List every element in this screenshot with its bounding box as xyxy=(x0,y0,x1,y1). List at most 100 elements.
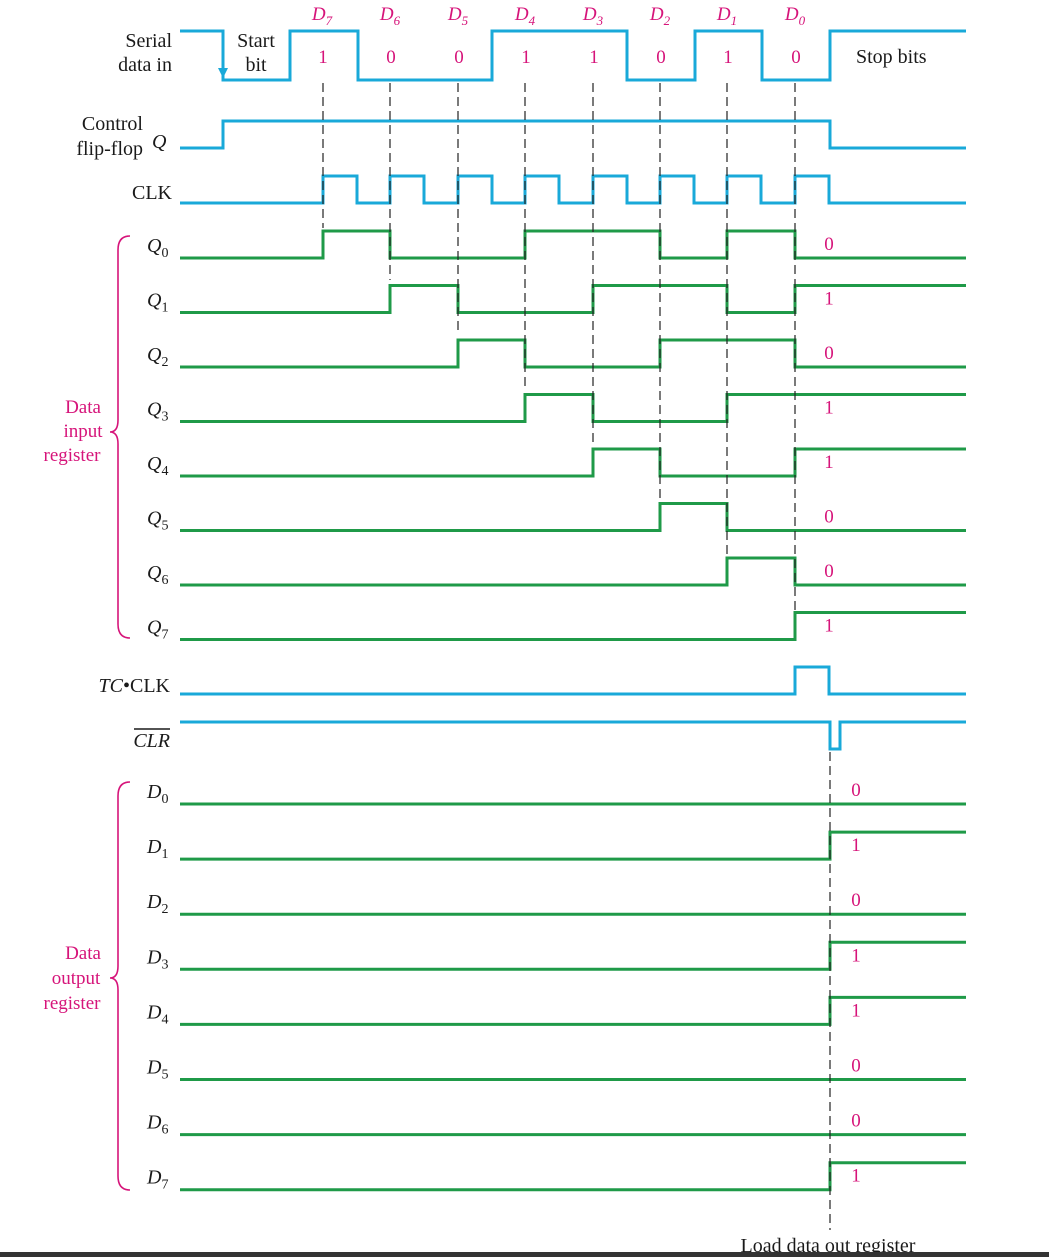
signal-label: Q7 xyxy=(147,617,168,643)
output-group-label-line1: Data xyxy=(65,943,101,964)
bit-header-1: D6 xyxy=(379,4,401,28)
clk-waveform xyxy=(180,174,966,205)
final-value: 1 xyxy=(851,1166,861,1187)
stop-label: Stop bits xyxy=(856,46,927,68)
output-row-d1: D1 1 xyxy=(146,830,966,862)
output-row-d5: D5 0 xyxy=(146,1056,966,1083)
serial-bit-6: 1 xyxy=(723,47,733,68)
serial-bit-0: 1 xyxy=(318,47,328,68)
serial-bit-5: 0 xyxy=(656,47,666,68)
signal-waveform xyxy=(180,995,966,1026)
bit-header-7: D0 xyxy=(784,4,806,28)
serial-bit-1: 0 xyxy=(386,47,396,68)
serial-bit-values: 1 0 0 1 1 0 1 0 xyxy=(318,47,801,68)
output-group-label-line3: register xyxy=(44,993,102,1014)
input-row-q6: Q6 0 xyxy=(147,556,966,588)
control-waveform xyxy=(180,119,966,150)
signal-waveform xyxy=(180,611,966,641)
tc-clk-waveform xyxy=(180,665,966,696)
final-value: 1 xyxy=(824,452,834,473)
input-row-q2: Q2 0 xyxy=(147,338,966,370)
final-value: 1 xyxy=(851,945,861,966)
clk-label: CLK xyxy=(132,182,173,204)
signal-label: D7 xyxy=(146,1167,168,1193)
input-row-q0: Q0 0 xyxy=(147,229,966,261)
tc-clk-label: TC•CLK xyxy=(99,675,171,697)
signal-label: D2 xyxy=(146,891,168,917)
output-row-d7: D7 1 xyxy=(146,1161,966,1193)
output-row-d0: D0 0 xyxy=(146,780,966,807)
output-brace xyxy=(109,781,131,1191)
signal-label: D0 xyxy=(146,781,168,807)
final-value: 1 xyxy=(824,398,834,419)
final-value: 0 xyxy=(851,1056,861,1077)
signal-label: D3 xyxy=(146,946,168,972)
final-value: 1 xyxy=(851,1000,861,1021)
input-row-q4: Q4 1 xyxy=(147,447,966,479)
final-value: 0 xyxy=(824,343,834,364)
signal-label: D4 xyxy=(146,1001,168,1027)
signal-waveform xyxy=(180,556,966,587)
signal-label: Q5 xyxy=(147,508,168,534)
bit-header-0: D7 xyxy=(311,4,333,28)
serial-bit-4: 1 xyxy=(589,47,599,68)
bit-header-5: D2 xyxy=(649,4,671,28)
bit-header-6: D1 xyxy=(716,4,737,28)
serial-bit-7: 0 xyxy=(791,47,801,68)
output-group-label-line2: output xyxy=(52,968,101,989)
signal-label: D6 xyxy=(146,1112,168,1138)
bottom-bar xyxy=(0,1252,1049,1257)
timing-guides xyxy=(322,83,831,1230)
signal-label: Q0 xyxy=(147,235,168,261)
signal-waveform xyxy=(180,338,966,369)
serial-label-line1: Serial xyxy=(125,30,172,52)
signal-label: D5 xyxy=(146,1057,168,1083)
output-row-d2: D2 0 xyxy=(146,890,966,917)
serial-bit-2: 0 xyxy=(454,47,464,68)
input-group-label-line2: input xyxy=(63,421,103,442)
final-value: 0 xyxy=(824,507,834,528)
final-value: 0 xyxy=(824,234,834,255)
signal-waveform xyxy=(180,830,966,861)
bit-header-4: D3 xyxy=(582,4,604,28)
final-value: 0 xyxy=(851,780,861,801)
signal-label: D1 xyxy=(146,836,168,862)
signal-label: Q4 xyxy=(147,453,168,479)
final-value: 1 xyxy=(824,616,834,637)
signal-waveform xyxy=(180,284,966,314)
signal-label: Q2 xyxy=(147,344,168,370)
signal-label: Q1 xyxy=(147,290,168,316)
bit-header-3: D4 xyxy=(514,4,536,28)
output-row-d3: D3 1 xyxy=(146,940,966,972)
signal-waveform xyxy=(180,502,966,532)
final-value: 0 xyxy=(824,561,834,582)
bottom-note: Load data out register xyxy=(741,1235,916,1257)
input-brace xyxy=(109,235,131,639)
signal-waveform xyxy=(180,940,966,971)
signal-label: Q6 xyxy=(147,562,168,588)
final-value: 0 xyxy=(851,890,861,911)
control-q-label: Q xyxy=(152,131,167,153)
control-label-line2: flip-flop xyxy=(76,138,143,160)
clr-label: CLR xyxy=(133,730,170,752)
final-value: 1 xyxy=(851,835,861,856)
input-group-label-line3: register xyxy=(44,445,102,466)
signal-waveform xyxy=(180,393,966,423)
clr-waveform xyxy=(180,720,966,751)
signal-waveform xyxy=(180,229,966,260)
input-row-q7: Q7 1 xyxy=(147,611,966,643)
input-row-q5: Q5 0 xyxy=(147,502,966,534)
serial-bit-3: 1 xyxy=(521,47,531,68)
serial-label-line2: data in xyxy=(118,54,172,76)
serial-waveform xyxy=(180,29,966,82)
bit-headers: D7 D6 D5 D4 D3 D2 D1 D0 xyxy=(311,4,806,28)
bit-header-2: D5 xyxy=(447,4,469,28)
output-row-d4: D4 1 xyxy=(146,995,966,1027)
